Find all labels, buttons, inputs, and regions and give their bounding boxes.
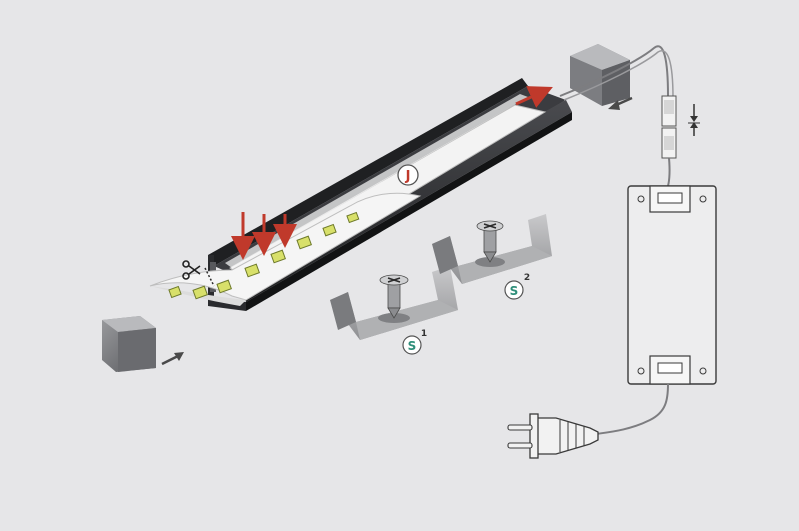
cable — [667, 157, 671, 187]
led-chip — [168, 285, 182, 299]
scissors-icon — [182, 260, 201, 280]
driver-terminal-top — [637, 185, 707, 213]
end-cap-right — [570, 44, 630, 106]
led-chip-list — [168, 211, 360, 300]
diffuser-type-badge: J — [397, 164, 419, 186]
led-driver — [627, 185, 717, 385]
led-chip — [192, 285, 208, 300]
arrow-icon — [608, 96, 633, 110]
slide-in-arrow-icon — [515, 86, 553, 108]
badge-letter-s: S — [510, 284, 519, 298]
cut-line — [204, 267, 215, 287]
driver-terminal-bottom — [637, 355, 707, 385]
led-chip — [322, 223, 337, 237]
led-chip — [216, 279, 232, 294]
cable — [559, 45, 674, 124]
mounting-clip-2 — [432, 214, 552, 284]
clip-badge-s1: S 1 — [402, 329, 427, 355]
mounting-clip-1 — [330, 266, 458, 340]
badge-letter-j: J — [405, 169, 411, 184]
arrow-icon — [161, 352, 184, 366]
badge-letter-s: S — [408, 339, 417, 353]
mains-cable — [595, 383, 669, 435]
end-cap-left — [102, 316, 156, 372]
badge-index-2: 2 — [524, 273, 530, 283]
led-chip — [244, 263, 260, 278]
badge-index-1: 1 — [421, 329, 427, 339]
screw-icon — [379, 274, 409, 319]
mains-plug-icon — [507, 413, 599, 459]
led-chip — [296, 235, 312, 250]
connector-plug-bottom — [661, 127, 677, 159]
connect-arrows-icon — [688, 104, 700, 136]
led-strip — [149, 192, 422, 306]
clip-badge-s2: S 2 — [504, 273, 530, 300]
led-chip — [346, 211, 360, 224]
connector-plug-top — [661, 95, 677, 127]
press-arrows — [231, 212, 297, 260]
screw-icon — [476, 220, 504, 263]
